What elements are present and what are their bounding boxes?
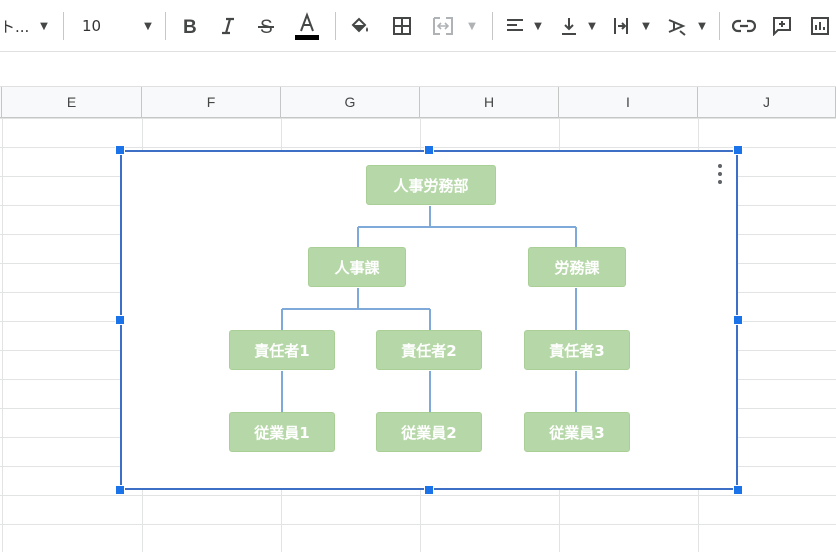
insert-chart-button[interactable] <box>806 10 834 42</box>
italic-button[interactable] <box>214 10 242 42</box>
org-node-jinji[interactable]: 人事課 <box>308 247 406 287</box>
merge-cells-button[interactable] <box>428 10 458 42</box>
font-size-value: 10 <box>82 17 102 35</box>
resize-handle-top-right[interactable] <box>733 145 743 155</box>
org-node-label: 責任者1 <box>254 341 310 360</box>
column-header-i[interactable]: I <box>559 87 698 118</box>
strikethrough-icon: S <box>258 17 274 36</box>
connector-root <box>357 206 577 247</box>
font-size-caret-icon[interactable]: ▼ <box>144 20 152 32</box>
org-node-manager-1[interactable]: 責任者1 <box>229 330 335 370</box>
org-node-label: 責任者3 <box>549 341 605 360</box>
column-header-g[interactable]: G <box>281 87 420 118</box>
comment-add-icon <box>773 17 791 36</box>
org-node-label: 従業員1 <box>254 423 310 442</box>
bold-button[interactable]: B <box>176 10 204 42</box>
column-header-f[interactable]: F <box>142 87 281 118</box>
font-family-caret-icon[interactable]: ▼ <box>40 20 48 32</box>
org-chart[interactable]: 人事労務部 人事課 労務課 責任者1 責任者2 責任者3 従業員1 従業員2 従… <box>120 150 738 490</box>
text-rotation-icon <box>668 19 686 36</box>
org-node-label: 責任者2 <box>401 341 457 360</box>
align-left-icon <box>507 19 523 31</box>
column-header-h[interactable]: H <box>420 87 559 118</box>
connector-staff <box>281 371 577 412</box>
formula-bar-area <box>0 53 836 87</box>
vertical-align-bottom-icon <box>562 18 576 35</box>
text-color-icon <box>295 12 319 40</box>
resize-handle-right[interactable] <box>733 315 743 325</box>
insert-comment-button[interactable] <box>768 10 796 42</box>
insert-link-button[interactable] <box>730 10 758 42</box>
row-header-corner <box>0 87 2 118</box>
borders-button[interactable] <box>388 10 416 42</box>
vertical-align-button[interactable] <box>556 10 582 42</box>
column-label: E <box>66 94 77 110</box>
org-node-label: 従業員2 <box>401 423 457 442</box>
text-color-button[interactable] <box>290 10 324 42</box>
chart-more-options-icon[interactable] <box>712 162 728 186</box>
column-label: I <box>626 94 630 110</box>
font-family-value: ト... <box>0 17 30 36</box>
toolbar-divider <box>165 12 166 40</box>
bold-icon: B <box>183 17 197 35</box>
text-rotation-button[interactable] <box>664 10 690 42</box>
vertical-align-caret-icon[interactable]: ▼ <box>588 20 596 32</box>
font-family-select[interactable]: ト... <box>0 10 56 42</box>
text-rotation-caret-icon[interactable]: ▼ <box>698 20 706 32</box>
column-header-j[interactable]: J <box>698 87 836 118</box>
toolbar-divider <box>492 12 493 40</box>
connector-jinji <box>281 288 431 330</box>
org-node-label: 従業員3 <box>549 423 605 442</box>
link-icon <box>732 19 756 33</box>
merge-cells-icon <box>433 17 453 35</box>
resize-handle-bottom[interactable] <box>424 485 434 495</box>
strikethrough-button[interactable]: S <box>252 10 280 42</box>
column-label: J <box>763 94 770 110</box>
org-node-manager-3[interactable]: 責任者3 <box>524 330 630 370</box>
org-node-manager-2[interactable]: 責任者2 <box>376 330 482 370</box>
resize-handle-top-left[interactable] <box>115 145 125 155</box>
org-chart-connectors <box>281 206 577 412</box>
fill-color-icon <box>351 17 368 33</box>
toolbar-divider <box>63 12 64 40</box>
text-wrapping-caret-icon[interactable]: ▼ <box>642 20 650 32</box>
org-node-root[interactable]: 人事労務部 <box>366 165 496 205</box>
column-header-e[interactable]: E <box>2 87 142 118</box>
text-wrap-icon <box>614 18 628 34</box>
italic-icon <box>222 17 234 35</box>
toolbar-divider <box>719 12 720 40</box>
org-node-employee-1[interactable]: 従業員1 <box>229 412 335 452</box>
column-label: G <box>344 94 356 110</box>
resize-handle-bottom-right[interactable] <box>733 485 743 495</box>
org-node-label: 人事課 <box>334 258 380 277</box>
org-node-label: 労務課 <box>554 258 600 277</box>
org-node-employee-3[interactable]: 従業員3 <box>524 412 630 452</box>
toolbar-divider <box>335 12 336 40</box>
horizontal-align-button[interactable] <box>502 10 528 42</box>
resize-handle-top[interactable] <box>424 145 434 155</box>
resize-handle-left[interactable] <box>115 315 125 325</box>
font-size-select[interactable]: 10 <box>82 10 112 42</box>
column-label: F <box>206 94 216 110</box>
column-label: H <box>483 94 495 110</box>
grid-line <box>2 118 3 552</box>
org-node-employee-2[interactable]: 従業員2 <box>376 412 482 452</box>
svg-text:B: B <box>183 17 197 35</box>
org-node-label: 人事労務部 <box>393 176 469 195</box>
toolbar: ト... ▼ 10 ▼ B S ▼ ▼ ▼ ▼ <box>0 0 836 52</box>
resize-handle-bottom-left[interactable] <box>115 485 125 495</box>
merge-cells-caret-icon[interactable]: ▼ <box>468 20 476 32</box>
chart-icon <box>811 17 829 35</box>
borders-icon <box>393 17 411 35</box>
text-wrapping-button[interactable] <box>608 10 634 42</box>
fill-color-button[interactable] <box>346 10 374 42</box>
org-node-roumu[interactable]: 労務課 <box>528 247 626 287</box>
horizontal-align-caret-icon[interactable]: ▼ <box>534 20 542 32</box>
